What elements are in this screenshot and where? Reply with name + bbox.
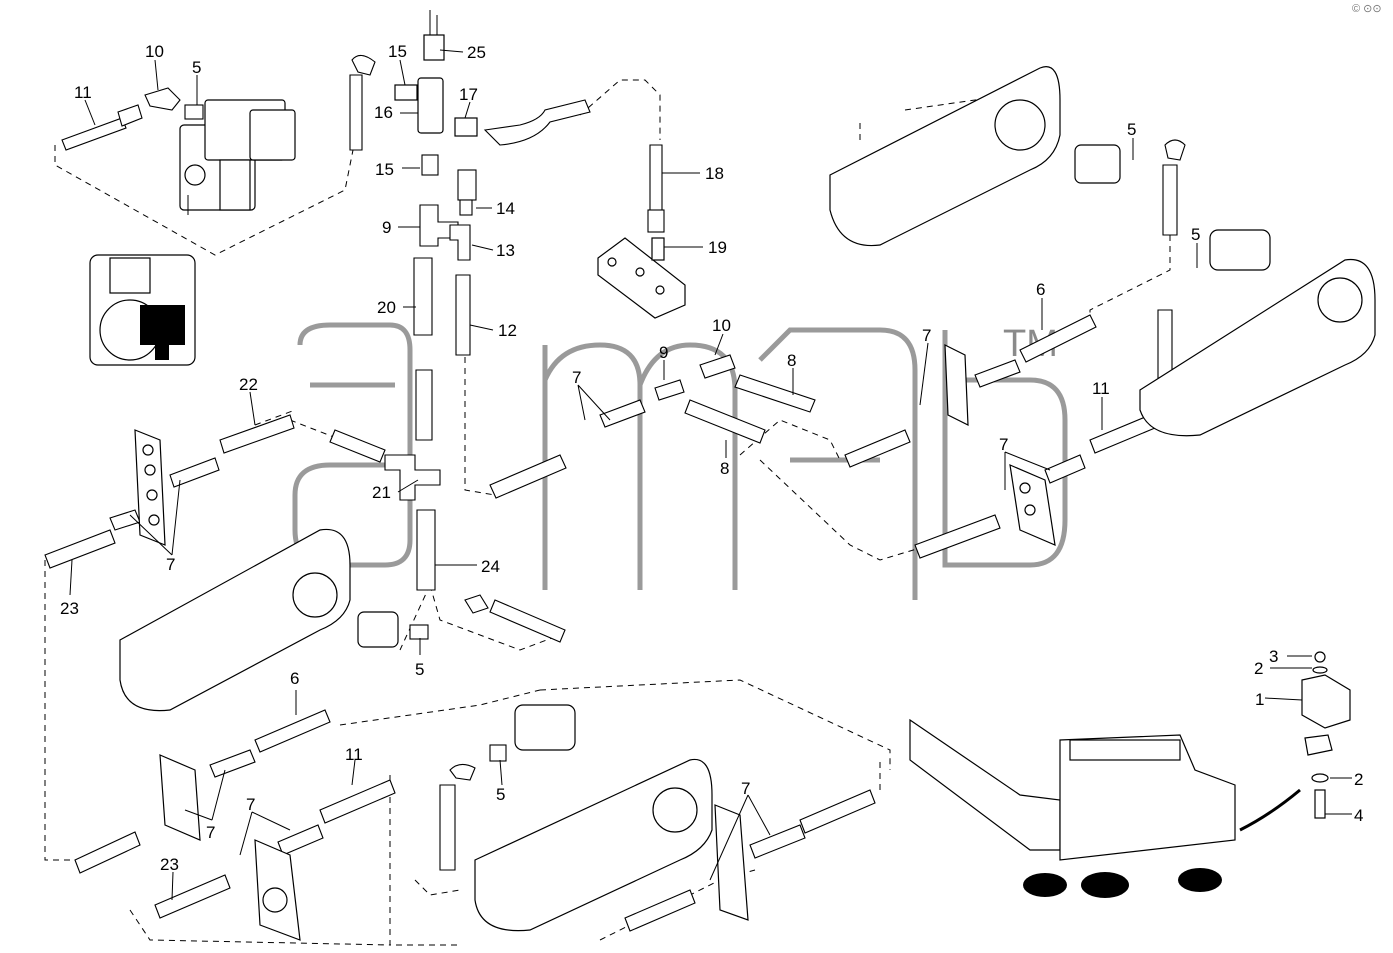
callout-6: 6 — [1036, 280, 1045, 299]
callout-23-lower: 23 — [160, 855, 179, 874]
callout-2b: 2 — [1354, 770, 1363, 789]
callout-9: 9 — [382, 218, 391, 237]
callout-12: 12 — [498, 321, 517, 340]
central-manifold — [394, 10, 478, 137]
callout-7-lower-left: 7 — [206, 823, 215, 842]
callout-5-right: 5 — [1191, 225, 1200, 244]
callout-23: 23 — [60, 599, 79, 618]
callout-5-lower: 5 — [496, 785, 505, 804]
callout-4: 4 — [1354, 806, 1363, 825]
callout-11: 11 — [74, 83, 92, 102]
callout-17: 17 — [459, 85, 478, 104]
mounting-plates — [134, 344, 1056, 941]
leader-lines — [69, 49, 1352, 901]
callout-7-right: 7 — [999, 435, 1008, 454]
callout-7-lower-right: 7 — [741, 779, 750, 798]
callout-13: 13 — [496, 241, 515, 260]
callout-3: 3 — [1269, 647, 1278, 666]
callout-16: 16 — [374, 103, 393, 122]
callout-10: 10 — [145, 42, 164, 61]
callout-5-left: 5 — [415, 660, 424, 679]
distribution-block — [597, 237, 686, 319]
callout-7-right-top: 7 — [922, 326, 931, 345]
callout-14: 14 — [496, 199, 515, 218]
callout-22: 22 — [239, 375, 258, 394]
callout-15b: 15 — [375, 160, 394, 179]
callout-19: 19 — [708, 238, 727, 257]
callout-15: 15 — [388, 42, 407, 61]
callout-11-lower: 11 — [345, 745, 363, 764]
milling-machine — [909, 718, 1301, 898]
callout-7-lower-mid: 7 — [246, 795, 255, 814]
callout-8-lower: 8 — [720, 459, 729, 478]
callout-20: 20 — [377, 298, 396, 317]
callout-5: 5 — [192, 58, 201, 77]
callout-7-centre: 7 — [572, 368, 581, 387]
callout-11-right: 11 — [1092, 379, 1110, 398]
callout-10-centre: 10 — [712, 316, 731, 335]
callout-9-centre: 9 — [659, 343, 668, 362]
callout-8: 8 — [787, 351, 796, 370]
callout-1: 1 — [1255, 690, 1264, 709]
pump-flange — [89, 254, 196, 366]
corner-mark: © ⊙⊙ — [1352, 3, 1382, 15]
drive-motors — [357, 144, 1271, 751]
callout-7-left: 7 — [166, 555, 175, 574]
callout-21: 21 — [372, 483, 391, 502]
callout-18: 18 — [705, 164, 724, 183]
callout-2: 2 — [1254, 659, 1263, 678]
hydraulic-pump — [179, 99, 296, 215]
crawler-tracks — [119, 66, 1376, 932]
bracket-assembly — [1301, 651, 1351, 819]
callout-5-right-top: 5 — [1127, 120, 1136, 139]
callout-25: 25 — [467, 43, 486, 62]
callout-24: 24 — [481, 557, 500, 576]
callout-labels: 11 10 5 15 25 16 17 15 18 14 9 13 19 20 … — [60, 42, 1363, 874]
callout-6-lower: 6 — [290, 669, 299, 688]
